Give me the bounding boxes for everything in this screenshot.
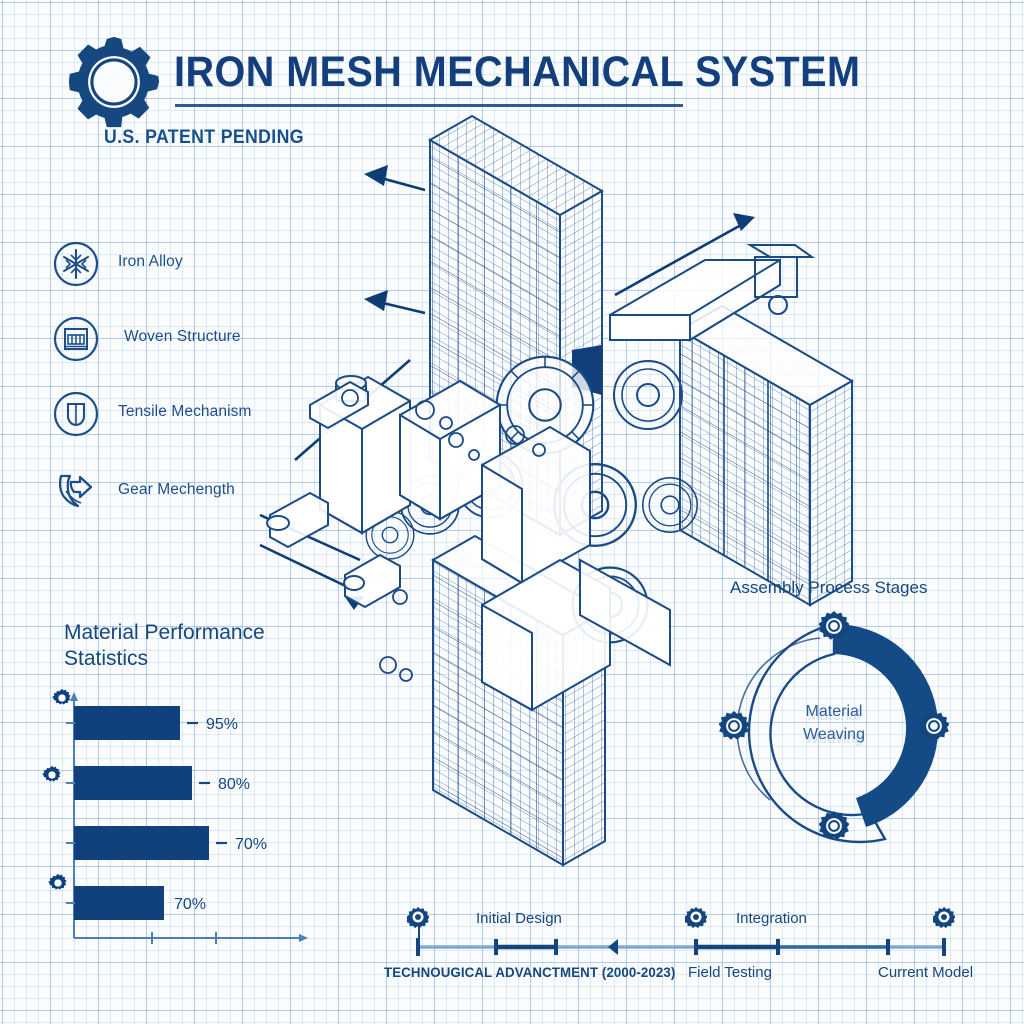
bar [74,826,209,860]
chart-title: Assembly Process Stages [730,578,928,597]
gear-node-icon[interactable] [819,811,849,841]
feature-list: Iron Alloy Woven Structure [52,240,332,540]
timeline-label-field-testing: Field Testing [688,964,772,981]
list-item-label: Iron Alloy [118,253,183,270]
gear-node-icon[interactable] [919,711,949,741]
gear-icon [48,873,67,890]
timeline-stem [417,926,420,938]
woven-panel-in-circle-icon [53,316,99,362]
list-item-label: Gear Mechength [118,481,235,498]
list-item-label: Tensile Mechanism [118,403,252,420]
timeline-label-integration: Integration [736,910,807,927]
bolt-details [341,389,546,682]
chart-title-line1: Material Performance [64,621,265,644]
list-item[interactable]: Woven Structure [52,315,332,390]
list-item[interactable]: Tensile Mechanism [52,390,332,465]
y-axis-arrow [70,692,78,701]
bar-value-label: 70% [174,896,206,913]
gear-node-icon[interactable] [819,611,849,641]
bar-chart: Material Performance Statistics [42,620,356,950]
arrow-leaf-icon [58,474,93,508]
chart-title: Material Performance Statistics [64,620,314,672]
gear-icon [42,765,61,782]
ghost-line2: Weaving [804,730,864,747]
isometric-machine-illustration [259,114,855,867]
gear-icon[interactable] [407,906,429,928]
gear-node-icon[interactable] [719,711,749,741]
value-leaders [187,721,227,845]
header: IRON MESH MECHANICAL SYSTEM U.S. PATENT … [66,34,860,164]
list-item[interactable]: Gear Mechength [52,465,332,540]
donut-guide-arc [736,637,821,801]
timeline: Initial Design Integration [384,896,973,996]
timeline-axis [416,938,946,956]
timeline-caption: TECHNOUGICAL ADVANCTMENT (2000-2023) [384,964,676,980]
bar [74,886,164,920]
gear-icon [68,36,160,128]
center-line2: Weaving [803,726,865,743]
bar-value-label: 70% [235,836,267,853]
bar [74,706,180,740]
list-item-label: Woven Structure [124,328,241,345]
page-title: IRON MESH MECHANICAL SYSTEM [174,48,861,96]
list-item[interactable]: Iron Alloy [52,240,332,315]
bar-value-label: 80% [218,776,250,793]
rail-beam [609,213,816,342]
donut-filled-segment [834,623,939,827]
x-axis-arrow [299,934,308,942]
donut-unfilled-segment [747,622,887,844]
timeline-label-current-model: Current Model [878,964,974,981]
donut-chart: Assembly Process Stages Material Weaving… [710,578,1010,878]
shield-in-circle-icon [53,391,99,437]
subtitle: U.S. PATENT PENDING [104,127,304,148]
mesh-panel-right [677,304,855,607]
bar-value-label: 95% [206,716,238,733]
asterisk-in-circle-icon [53,241,99,287]
ghost-line1: Material [807,707,861,724]
center-line1: Material [805,703,863,720]
timeline-label-initial-design: Initial Design [476,910,562,927]
chart-title-line2: Statistics [64,647,149,670]
donut-center-ghost-text: Material Weaving [710,704,958,750]
gear-icon [52,688,71,705]
bar-chart-plot: 95% 80% 70% 70% [66,692,308,944]
title-underline [175,104,683,107]
gear-icon[interactable] [933,906,955,928]
bar-axis-ticks [66,722,75,904]
donut-ring [736,622,939,844]
timeline-ticks [416,938,946,956]
bar [74,766,192,800]
donut-center-label: Material Weaving [710,700,958,746]
gear-icon[interactable] [685,906,707,928]
timeline-direction-arrow [608,939,618,955]
